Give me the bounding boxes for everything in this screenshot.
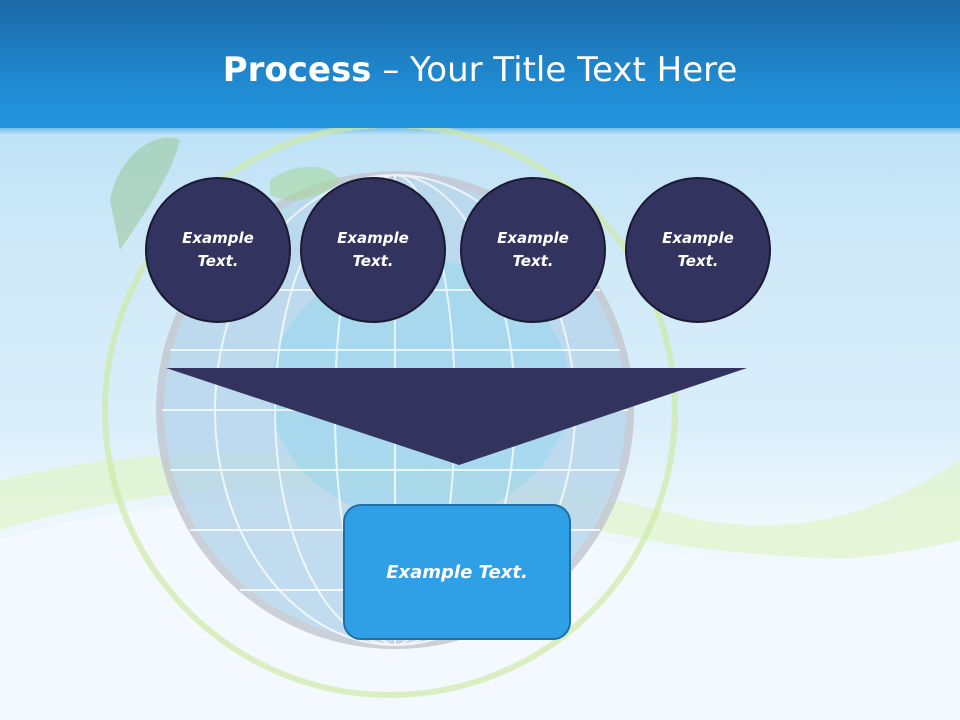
step-label: Example Text.: [662, 229, 734, 270]
funnel-arrow: [166, 368, 747, 465]
step-label: Example Text.: [337, 229, 409, 270]
step-label: Example Text.: [182, 229, 254, 270]
result-box: Example Text.: [343, 504, 571, 640]
title-bold: Process: [222, 50, 372, 90]
process-step-1: Example Text.: [145, 177, 291, 323]
process-step-2: Example Text.: [300, 177, 446, 323]
result-label: Example Text.: [386, 561, 528, 583]
process-step-4: Example Text.: [625, 177, 771, 323]
process-step-3: Example Text.: [460, 177, 606, 323]
step-label: Example Text.: [497, 229, 569, 270]
title-bar: [0, 0, 960, 128]
slide-title: Process – Your Title Text Here: [0, 50, 960, 90]
title-rest: – Your Title Text Here: [371, 50, 738, 90]
